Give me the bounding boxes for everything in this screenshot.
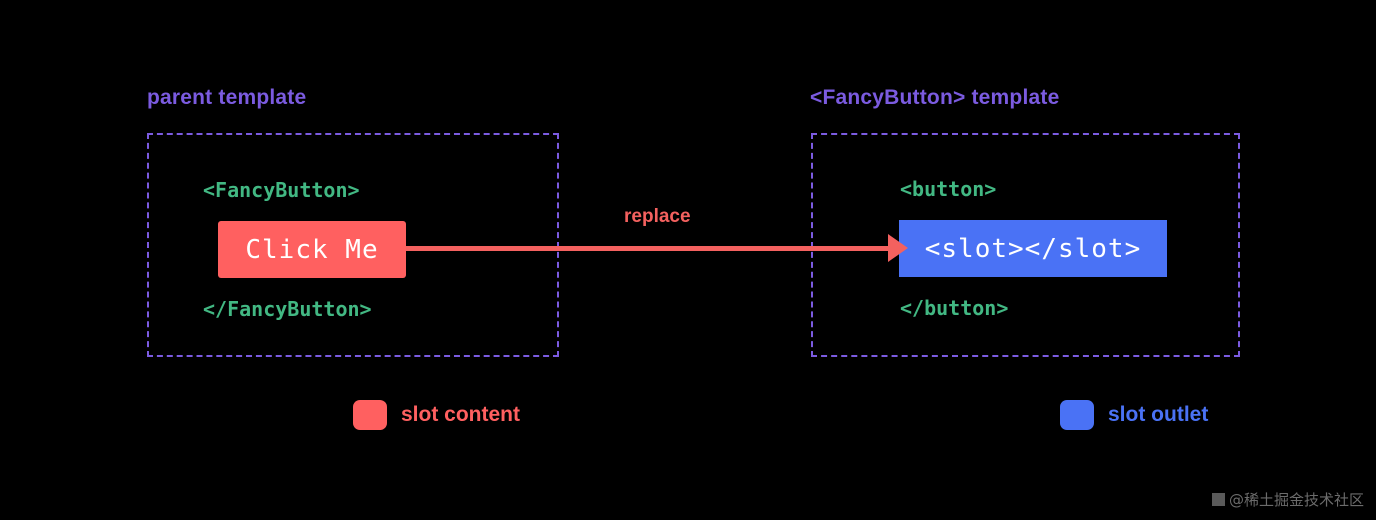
left-panel-title: parent template bbox=[147, 86, 307, 109]
right-panel-title: <FancyButton> template bbox=[810, 86, 1060, 109]
watermark-text: @稀土掘金技术社区 bbox=[1228, 491, 1364, 509]
right-close-tag: </button> bbox=[900, 296, 1009, 320]
slot-outlet-swatch-icon bbox=[1060, 400, 1094, 430]
left-close-tag: </FancyButton> bbox=[203, 297, 372, 321]
watermark: @稀土掘金技术社区 bbox=[1211, 489, 1364, 510]
slot-outlet-chip: <slot></slot> bbox=[899, 220, 1167, 277]
slot-content-swatch-icon bbox=[353, 400, 387, 430]
replace-arrow-head-icon bbox=[888, 234, 908, 262]
right-open-tag: <button> bbox=[900, 177, 997, 201]
legend-item-slot-content: slot content bbox=[353, 400, 520, 430]
left-open-tag: <FancyButton> bbox=[203, 178, 360, 202]
slot-content-chip: Click Me bbox=[218, 221, 406, 278]
watermark-logo-icon bbox=[1211, 493, 1225, 506]
replace-arrow-line bbox=[406, 246, 896, 251]
legend-label-slot-outlet: slot outlet bbox=[1108, 403, 1209, 426]
fancybutton-template-box bbox=[811, 133, 1240, 357]
replace-arrow-label: replace bbox=[624, 206, 691, 227]
legend-label-slot-content: slot content bbox=[401, 403, 520, 426]
legend-item-slot-outlet: slot outlet bbox=[1060, 400, 1208, 430]
parent-template-box bbox=[147, 133, 559, 357]
